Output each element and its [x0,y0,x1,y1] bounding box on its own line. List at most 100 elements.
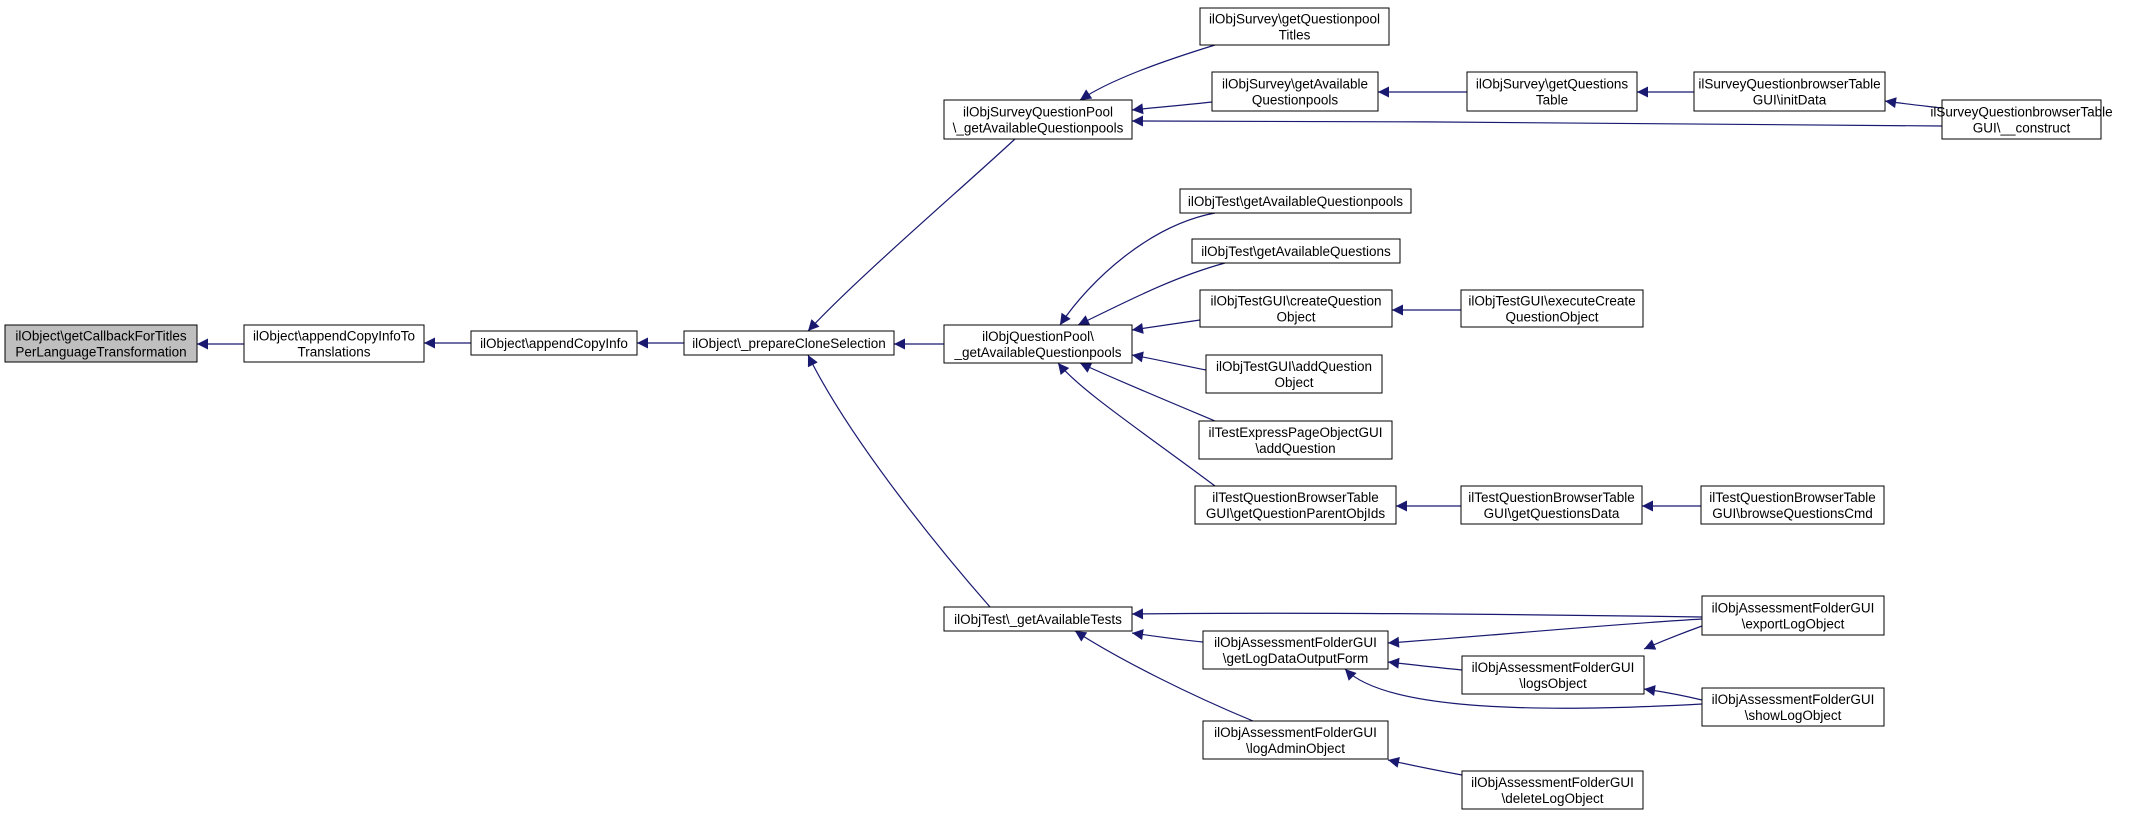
node-label-line: ilObject\_prepareCloneSelection [692,336,886,351]
node-label-line: GUI\__construct [1973,121,2071,136]
node-label-line: GUI\browseQuestionsCmd [1712,506,1873,521]
node-box [1199,289,1393,328]
node-label-line: ilObjAssessmentFolderGUI [1471,775,1634,790]
node-box [1466,71,1638,112]
node-box [1198,420,1393,460]
node-box [1460,289,1644,328]
node-box [1941,99,2102,140]
node-label-line: Questionpools [1252,93,1339,108]
node-label-line: ilTestQuestionBrowserTable [1212,490,1379,505]
node-label-line: GUI\getQuestionParentObjIds [1206,506,1386,521]
node-appendinfo[interactable]: ilObject\appendCopyInfo [470,330,638,356]
node-box [1202,720,1389,760]
node-box [1179,188,1412,214]
edge-afg_logs-to-afg_logform [1387,657,1463,671]
node-label-line: ilObjSurvey\getQuestions [1476,77,1629,92]
node-test-avq[interactable]: ilObjTest\getAvailableQuestions [1191,238,1401,264]
node-label-line: ilObjAssessmentFolderGUI [1214,725,1377,740]
node-afg-logadmin[interactable]: ilObjAssessmentFolderGUI\logAdminObject [1202,720,1389,760]
node-box [1191,238,1401,264]
edge-test_avqp-to-qp [1059,212,1216,326]
node-test-avqp[interactable]: ilObjTest\getAvailableQuestionpools [1179,188,1412,214]
node-box [943,99,1133,140]
node-afg-logform[interactable]: ilObjAssessmentFolderGUI\getLogDataOutpu… [1202,630,1389,670]
node-box [1194,485,1397,525]
node-express-add[interactable]: ilTestExpressPageObjectGUI\addQuestion [1198,420,1393,460]
edge-afg_export-to-afg_logs [1643,625,1703,650]
node-survey-avail[interactable]: ilObjSurvey\getAvailableQuestionpools [1211,71,1379,112]
node-box [1199,7,1390,46]
node-label-line: GUI\getQuestionsData [1484,506,1620,521]
node-box [943,324,1133,364]
node-label-line: ilObject\appendCopyInfo [480,336,628,351]
node-afg-show[interactable]: ilObjAssessmentFolderGUI\showLogObject [1701,687,1885,727]
node-tqbt-parent[interactable]: ilTestQuestionBrowserTableGUI\getQuestio… [1194,485,1397,525]
node-getcallback[interactable]: ilObject\getCallbackForTitlesPerLanguage… [4,324,198,363]
edge-express_add-to-qp [1079,362,1216,422]
node-afg-delete[interactable]: ilObjAssessmentFolderGUI\deleteLogObject [1461,770,1644,810]
node-label-line: ilObjAssessmentFolderGUI [1214,635,1377,650]
edge-survey_titles-to-surveyqp [1079,44,1216,101]
edge-testgui_create-to-qp [1131,319,1201,334]
edge-surveyqp-to-prepare [807,138,1016,332]
node-label-line: Object [1276,310,1315,325]
node-label-line: \logsObject [1519,676,1587,691]
node-box [683,330,895,356]
node-label-line: ilObjTest\getAvailableQuestionpools [1188,194,1403,209]
node-label-line: ilObjTestGUI\addQuestion [1216,359,1372,374]
node-label-line: Table [1536,93,1568,108]
node-label-line: \exportLogObject [1742,617,1845,632]
edge-sqbt_construct-to-sqbt_init [1884,97,1943,109]
node-objtest-tests[interactable]: ilObjTest\_getAvailableTests [943,606,1133,632]
node-tqbt-browse[interactable]: ilTestQuestionBrowserTableGUI\browseQues… [1700,485,1885,525]
node-label-line: Translations [297,345,370,360]
node-box [1701,687,1885,727]
node-label-line: ilObjSurvey\getAvailable [1222,77,1368,92]
node-surveyqp[interactable]: ilObjSurveyQuestionPool\_getAvailableQue… [943,99,1133,140]
node-sqbt-construct[interactable]: ilSurveyQuestionbrowserTableGUI\__constr… [1930,99,2113,140]
edge-afg_export-to-afg_logform [1387,618,1703,648]
edge-afg_export-to-objtest_tests [1131,608,1703,620]
node-label-line: ilObjQuestionPool\ [982,329,1094,344]
edge-objtest_tests-to-prepare [807,354,991,608]
node-label-line: _getAvailableQuestionpools [953,345,1121,360]
node-label-line: \getLogDataOutputForm [1223,651,1369,666]
node-label-line: \_getAvailableQuestionpools [953,121,1124,136]
node-label-line: Object [1274,375,1313,390]
node-label-line: ilObjAssessmentFolderGUI [1472,660,1635,675]
node-box [1461,655,1645,695]
node-label-line: GUI\initData [1753,93,1827,108]
node-label-line: \logAdminObject [1246,741,1345,756]
node-box [470,330,638,356]
node-box [1461,770,1644,810]
node-label-line: ilSurveyQuestionbrowserTable [1930,105,2112,120]
node-label-line: ilObjAssessmentFolderGUI [1712,601,1875,616]
node-prepare[interactable]: ilObject\_prepareCloneSelection [683,330,895,356]
edge-afg_show-to-afg_logs [1643,685,1703,701]
edge-afg_logadmin-to-objtest_tests [1074,630,1254,722]
node-label-line: ilObject\appendCopyInfoTo [253,329,415,344]
node-qp[interactable]: ilObjQuestionPool\_getAvailableQuestionp… [943,324,1133,364]
node-afg-export[interactable]: ilObjAssessmentFolderGUI\exportLogObject [1701,595,1885,636]
edge-afg_logform-to-objtest_tests [1131,629,1204,643]
node-label-line: ilObjTest\_getAvailableTests [954,612,1122,627]
node-label-line: ilObjTestGUI\createQuestion [1210,294,1381,309]
edge-survey_avail-to-surveyqp [1131,101,1213,115]
node-label-line: ilSurveyQuestionbrowserTable [1698,77,1880,92]
node-box [1211,71,1379,112]
nodes-layer: ilObject\getCallbackForTitlesPerLanguage… [4,7,2113,810]
node-box [1693,71,1886,112]
node-label-line: ilObjTestGUI\executeCreate [1468,294,1635,309]
node-afg-logs[interactable]: ilObjAssessmentFolderGUI\logsObject [1461,655,1645,695]
edge-afg_delete-to-afg_logadmin [1387,757,1463,776]
node-label-line: \addQuestion [1255,441,1335,456]
node-tqbt-data[interactable]: ilTestQuestionBrowserTableGUI\getQuestio… [1460,485,1643,525]
